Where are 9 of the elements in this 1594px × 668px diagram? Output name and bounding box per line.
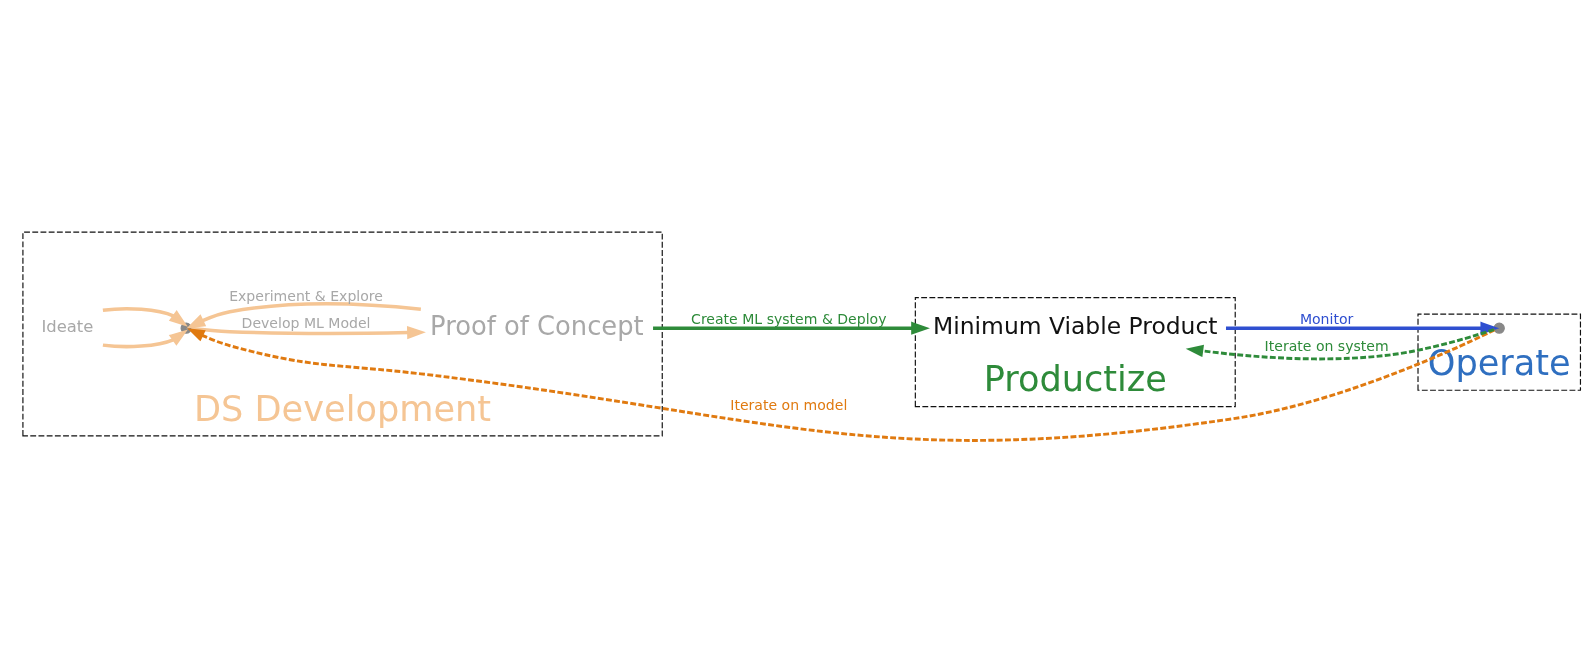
node-text: Minimum Viable Product (933, 312, 1218, 340)
edge-label: Iterate on model (730, 396, 848, 413)
edge-label: Monitor (1299, 311, 1354, 328)
node-text: Ideate (41, 317, 94, 337)
edge-label: Create ML system & Deploy (691, 311, 887, 328)
edge-label: Iterate on system (1264, 338, 1389, 355)
node-text: Proof of Concept (430, 310, 644, 341)
edge-label: Develop ML Model (241, 314, 371, 331)
edge-label: Experiment & Explore (229, 287, 383, 304)
